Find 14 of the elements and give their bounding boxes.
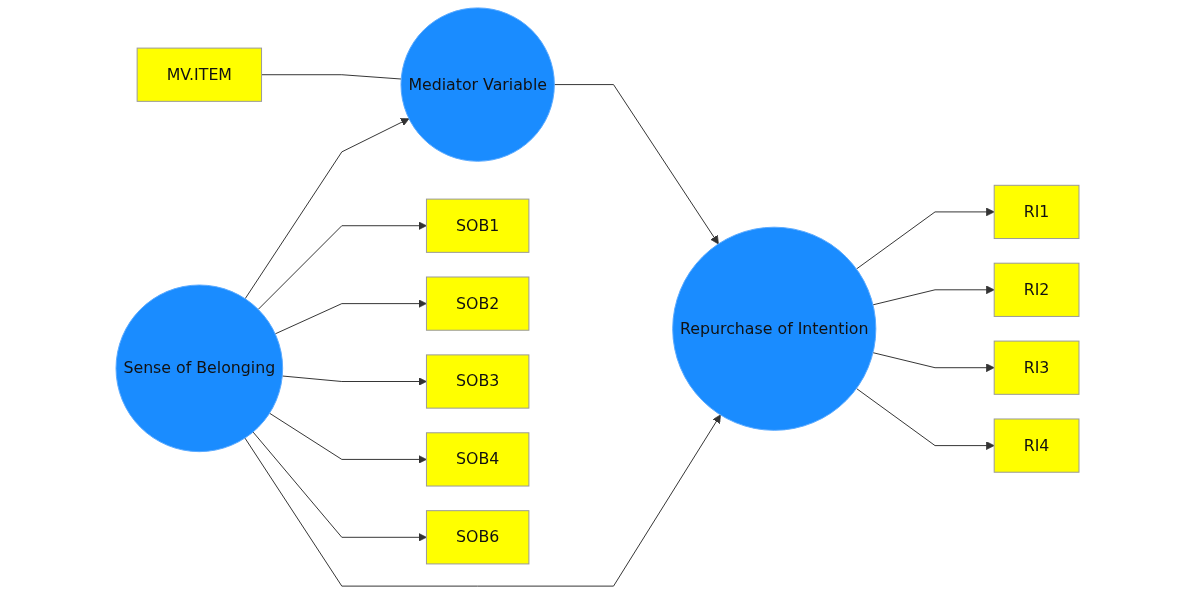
node-box: MV.ITEM [136, 47, 263, 102]
node-box: RI2 [993, 262, 1080, 317]
node-circle: Sense of Belonging [115, 284, 284, 453]
node-box: RI4 [993, 418, 1080, 473]
node-circle: Mediator Variable [400, 7, 555, 162]
node-box: SOB4 [425, 432, 530, 487]
node-box: SOB3 [425, 354, 530, 409]
node-circle: Repurchase of Intention [672, 226, 877, 431]
connector [261, 74, 402, 80]
node-box: SOB1 [425, 198, 530, 253]
node-box: RI3 [993, 340, 1080, 395]
node-box: SOB6 [425, 510, 530, 565]
node-box: SOB2 [425, 276, 530, 331]
node-box: RI1 [993, 184, 1080, 240]
